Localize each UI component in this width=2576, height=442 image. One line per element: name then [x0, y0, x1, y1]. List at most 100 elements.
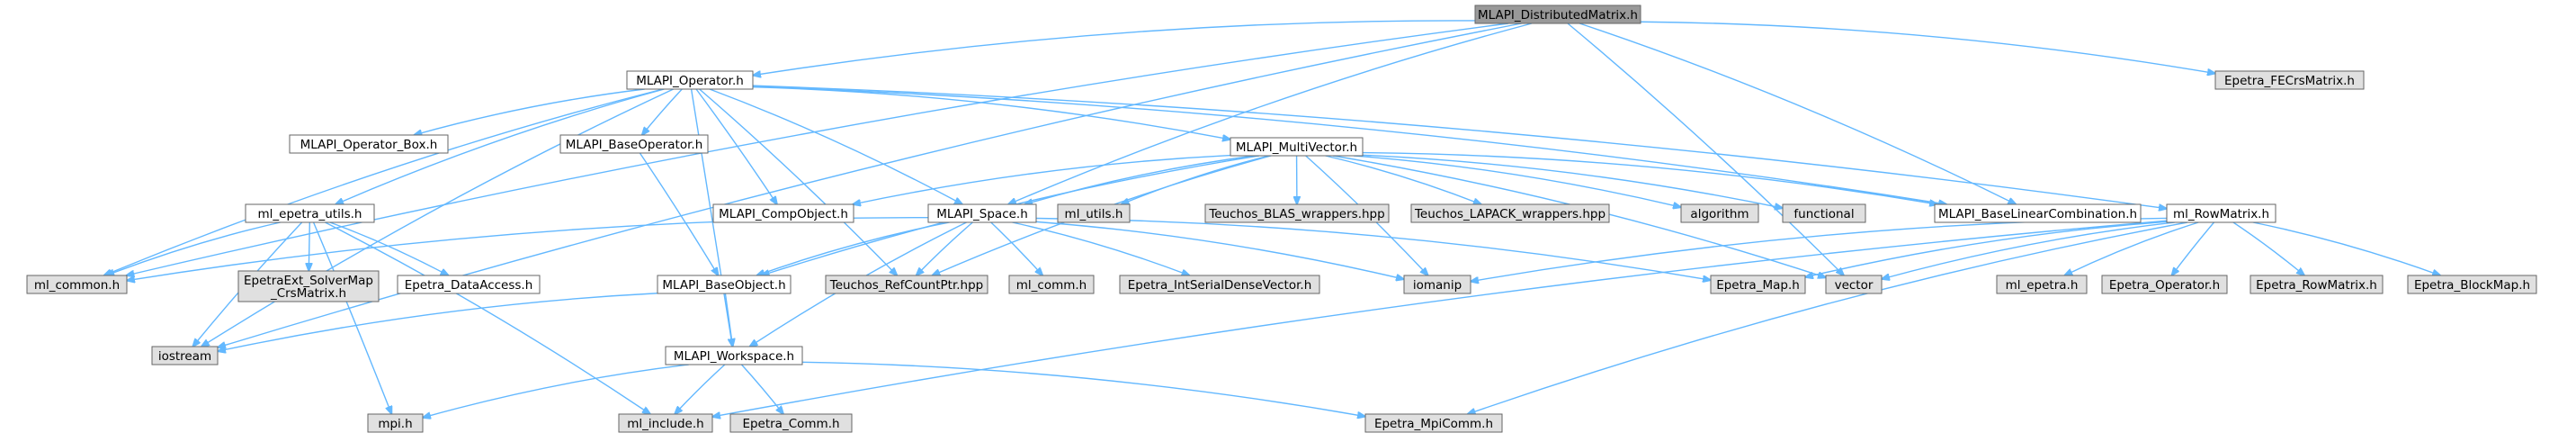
edge-mlepetrautils-to-mlinclude [325, 221, 650, 414]
node-mlcommon-box [26, 275, 128, 294]
node-solvermap: EpetraExt_SolverMap_CrsMatrix.h [237, 270, 380, 302]
node-iomanip-label: iomanip [1413, 278, 1462, 293]
node-blockmap-label: Epetra_BlockMap.h [2414, 278, 2530, 293]
edge-rowmatrix-to-blockmap [2252, 221, 2440, 275]
node-space[interactable]: MLAPI_Space.h [927, 203, 1037, 223]
node-baselincomb[interactable]: MLAPI_BaseLinearCombination.h [1934, 203, 2142, 223]
node-baselincomb-label: MLAPI_BaseLinearCombination.h [1938, 207, 2137, 221]
node-mlepetrautils-label: ml_epetra_utils.h [258, 207, 362, 221]
node-refcount-label: Teuchos_RefCountPtr.hpp [829, 278, 984, 293]
node-epetrarowmat-label: Epetra_RowMatrix.h [2256, 278, 2377, 293]
node-vector: vector [1825, 275, 1883, 294]
edge-space-to-refcount [917, 221, 973, 275]
node-baseobject[interactable]: MLAPI_BaseObject.h [657, 275, 792, 294]
node-algorithm-label: algorithm [1690, 207, 1749, 221]
node-root-label: MLAPI_DistributedMatrix.h [1478, 8, 1638, 23]
node-root[interactable]: MLAPI_DistributedMatrix.h [1474, 5, 1641, 24]
node-iostream-box [151, 346, 219, 365]
node-blas-label: Teuchos_BLAS_wrappers.hpp [1208, 207, 1384, 221]
node-mpicomm: Epetra_MpiComm.h [1364, 413, 1503, 433]
node-multivector[interactable]: MLAPI_MultiVector.h [1230, 137, 1364, 157]
node-epetramap: Epetra_Map.h [1710, 275, 1806, 294]
node-intserial-box [1119, 275, 1320, 294]
edge-rowmatrix-to-epetramap [1805, 221, 2168, 277]
edge-root-to-iostream [218, 23, 1522, 347]
edge-rowmatrix-to-epetraop [2171, 221, 2215, 275]
node-blockmap: Epetra_BlockMap.h [2407, 275, 2537, 294]
node-mpi-box [367, 413, 424, 433]
node-epetraop-box [2101, 275, 2228, 294]
node-mlinclude-box [618, 413, 713, 433]
edge-operator-to-opbox [414, 88, 645, 135]
edge-operator-to-space [709, 88, 962, 204]
node-epetracomm-label: Epetra_Comm.h [742, 417, 839, 431]
node-dataaccess[interactable]: Epetra_DataAccess.h [397, 275, 541, 294]
node-mlinclude: ml_include.h [618, 413, 713, 433]
node-epetracomm: Epetra_Comm.h [729, 413, 853, 433]
edge-space-to-mlcomm [990, 221, 1043, 275]
node-compobject-label: MLAPI_CompObject.h [719, 207, 848, 221]
node-vector-box [1825, 275, 1883, 294]
node-baseop-label: MLAPI_BaseOperator.h [566, 138, 703, 152]
edge-multivector-to-compobject [853, 154, 1231, 204]
edge-rowmatrix-to-epetrarowmat [2232, 221, 2304, 275]
edge-root-to-fecrs [1640, 21, 2215, 73]
edge-mlepetrautils-to-mlcommon [106, 221, 281, 275]
node-functional-label: functional [1793, 207, 1854, 221]
node-baseop[interactable]: MLAPI_BaseOperator.h [559, 134, 709, 154]
node-solvermap-box [237, 270, 380, 302]
edge-multivector-to-lapack [1325, 155, 1481, 204]
node-iostream: iostream [151, 346, 219, 365]
edge-operator-to-workspace [690, 88, 733, 347]
edge-root-to-baselincomb [1579, 23, 2016, 204]
edge-root-to-mlcommon [126, 23, 1509, 275]
node-workspace[interactable]: MLAPI_Workspace.h [665, 346, 803, 365]
node-dataaccess-box [397, 275, 541, 294]
node-intserial-label: Epetra_IntSerialDenseVector.h [1128, 278, 1312, 293]
node-space-box [927, 203, 1037, 223]
edge-rowmatrix-to-mpicomm [1468, 221, 2188, 414]
node-epetrarowmat-box [2250, 275, 2384, 294]
node-refcount-box [825, 275, 988, 294]
node-mlinclude-label: ml_include.h [627, 417, 703, 431]
node-opbox[interactable]: MLAPI_Operator_Box.h [289, 134, 449, 154]
edge-operator-to-mlepetrautils [335, 88, 665, 204]
edge-rowmatrix-to-mlepetra [2064, 221, 2199, 275]
node-mlepetra-box [1996, 275, 2088, 294]
node-opbox-box [289, 134, 449, 154]
node-workspace-box [665, 346, 803, 365]
node-algorithm: algorithm [1680, 203, 1759, 223]
node-mlutils-box [1057, 203, 1131, 223]
edge-root-to-operator [753, 20, 1476, 76]
edge-workspace-to-mpicomm [801, 361, 1365, 416]
edge-space-to-iomanip [1035, 221, 1404, 279]
edge-multivector-to-baselincomb [1362, 151, 1937, 204]
node-epetracomm-box [729, 413, 853, 433]
node-iostream-label: iostream [158, 349, 211, 364]
edge-multivector-to-functional [1362, 154, 1783, 208]
node-mlepetrautils[interactable]: ml_epetra_utils.h [245, 203, 375, 223]
node-algorithm-box [1680, 203, 1759, 223]
node-multivector-label: MLAPI_MultiVector.h [1236, 140, 1357, 155]
node-mlcomm-label: ml_comm.h [1016, 278, 1087, 293]
node-compobject[interactable]: MLAPI_CompObject.h [712, 203, 854, 223]
edge-multivector-to-space [1024, 155, 1255, 204]
node-mlepetra-label: ml_epetra.h [2006, 278, 2079, 293]
node-functional: functional [1782, 203, 1866, 223]
node-epetrarowmat: Epetra_RowMatrix.h [2250, 275, 2384, 294]
edge-space-to-baseobject [756, 221, 950, 275]
node-vector-label: vector [1835, 278, 1874, 293]
node-space-label: MLAPI_Space.h [936, 207, 1028, 221]
node-multivector-box [1230, 137, 1364, 157]
node-rowmatrix[interactable]: ml_RowMatrix.h [2166, 203, 2276, 223]
node-operator[interactable]: MLAPI_Operator.h [626, 70, 754, 90]
node-baseop-box [559, 134, 709, 154]
edge-operator-to-compobject [695, 88, 777, 204]
node-solvermap-label: EpetraExt_SolverMap_CrsMatrix.h [244, 274, 373, 301]
node-baseobject-label: MLAPI_BaseObject.h [662, 278, 785, 293]
node-mlcomm: ml_comm.h [1008, 275, 1095, 294]
edge-mlepetrautils-to-mpi [312, 221, 392, 414]
node-blas: Teuchos_BLAS_wrappers.hpp [1204, 203, 1390, 223]
node-mlutils: ml_utils.h [1057, 203, 1131, 223]
